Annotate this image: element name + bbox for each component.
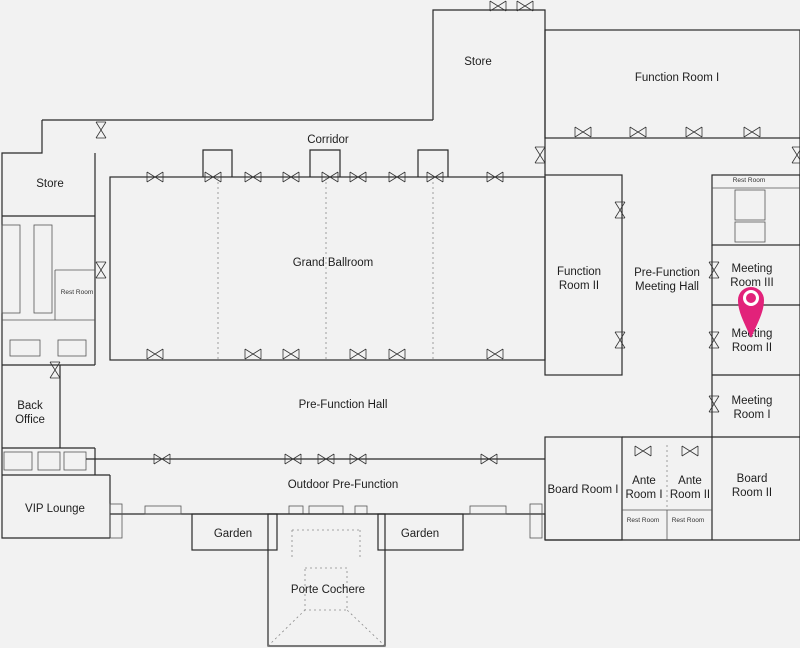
label-board-room-2-line1: Board bbox=[737, 473, 768, 485]
label-meeting-room-2-line2: Room II bbox=[732, 342, 772, 354]
label-rest-room-left: Rest Room bbox=[61, 289, 94, 296]
door-icon bbox=[634, 445, 652, 457]
door-icon bbox=[204, 171, 222, 183]
map-pin-icon[interactable] bbox=[738, 287, 764, 338]
label-store-top: Store bbox=[464, 56, 492, 68]
label-ante-room-1-line1: Ante bbox=[632, 475, 656, 487]
door-icon bbox=[489, 0, 507, 12]
label-ante-room-2-line1: Ante bbox=[678, 475, 702, 487]
center-right-walls bbox=[529, 172, 800, 541]
door-icon bbox=[349, 348, 367, 360]
label-outdoor-pre-function: Outdoor Pre-Function bbox=[288, 479, 399, 491]
left-wing bbox=[1, 153, 123, 539]
label-rest-room-right: Rest Room bbox=[733, 177, 766, 184]
door-icon bbox=[708, 395, 720, 413]
label-rest-room-ante-1: Rest Room bbox=[627, 517, 660, 524]
label-rest-room-ante-2: Rest Room bbox=[672, 517, 705, 524]
label-vip-lounge: VIP Lounge bbox=[25, 503, 85, 515]
door-icon bbox=[349, 171, 367, 183]
label-store-left: Store bbox=[36, 178, 64, 190]
door-icon bbox=[791, 146, 800, 164]
door-icon bbox=[486, 348, 504, 360]
label-grand-ballroom: Grand Ballroom bbox=[293, 257, 374, 269]
door-icon bbox=[146, 171, 164, 183]
door-icon bbox=[388, 171, 406, 183]
label-ante-room-2-line2: Room II bbox=[670, 489, 710, 501]
label-corridor: Corridor bbox=[307, 134, 349, 146]
label-pre-function-meeting-hall-line2: Meeting Hall bbox=[635, 281, 699, 293]
label-back-office-line1: Back bbox=[17, 400, 43, 412]
label-meeting-room-1-line1: Meeting bbox=[732, 395, 773, 407]
door-icon bbox=[244, 171, 262, 183]
label-board-room-1: Board Room I bbox=[548, 484, 619, 496]
label-meeting-room-1-line2: Room I bbox=[733, 409, 770, 421]
door-icon bbox=[317, 453, 335, 465]
door-icon bbox=[685, 126, 703, 138]
label-porte-cochere: Porte Cochere bbox=[291, 584, 365, 596]
door-icon bbox=[480, 453, 498, 465]
door-icon bbox=[95, 121, 107, 139]
door-icon bbox=[282, 171, 300, 183]
door-icon bbox=[426, 171, 444, 183]
door-icon bbox=[282, 348, 300, 360]
door-icon bbox=[284, 453, 302, 465]
grand-ballroom-walls bbox=[109, 149, 546, 361]
door-icon bbox=[534, 146, 546, 164]
door-icon bbox=[614, 201, 626, 219]
door-icon bbox=[49, 361, 61, 379]
door-icon bbox=[574, 126, 592, 138]
door-icon bbox=[629, 126, 647, 138]
door-icon bbox=[743, 126, 761, 138]
door-symbols bbox=[49, 0, 800, 465]
label-back-office-line2: Office bbox=[15, 414, 45, 426]
label-board-room-2-line2: Room II bbox=[732, 487, 772, 499]
label-meeting-room-3-line1: Meeting bbox=[732, 263, 773, 275]
label-function-room-2-line2: Room II bbox=[559, 280, 599, 292]
label-pre-function-meeting-hall-line1: Pre-Function bbox=[634, 267, 700, 279]
door-icon bbox=[349, 453, 367, 465]
door-icon bbox=[516, 0, 534, 12]
door-icon bbox=[708, 261, 720, 279]
door-icon bbox=[388, 348, 406, 360]
door-icon bbox=[95, 261, 107, 279]
door-icon bbox=[153, 453, 171, 465]
door-icon bbox=[146, 348, 164, 360]
label-ante-room-1-line2: Room I bbox=[625, 489, 662, 501]
label-pre-function-hall: Pre-Function Hall bbox=[299, 399, 388, 411]
door-icon bbox=[708, 331, 720, 349]
label-meeting-room-3-line2: Room III bbox=[730, 277, 773, 289]
label-function-room-1: Function Room I bbox=[635, 72, 719, 84]
label-function-room-2-line1: Function bbox=[557, 266, 601, 278]
door-icon bbox=[244, 348, 262, 360]
door-icon bbox=[321, 171, 339, 183]
door-icon bbox=[486, 171, 504, 183]
door-icon bbox=[614, 331, 626, 349]
label-garden-left: Garden bbox=[214, 528, 252, 540]
label-garden-right: Garden bbox=[401, 528, 439, 540]
door-icon bbox=[681, 445, 699, 457]
